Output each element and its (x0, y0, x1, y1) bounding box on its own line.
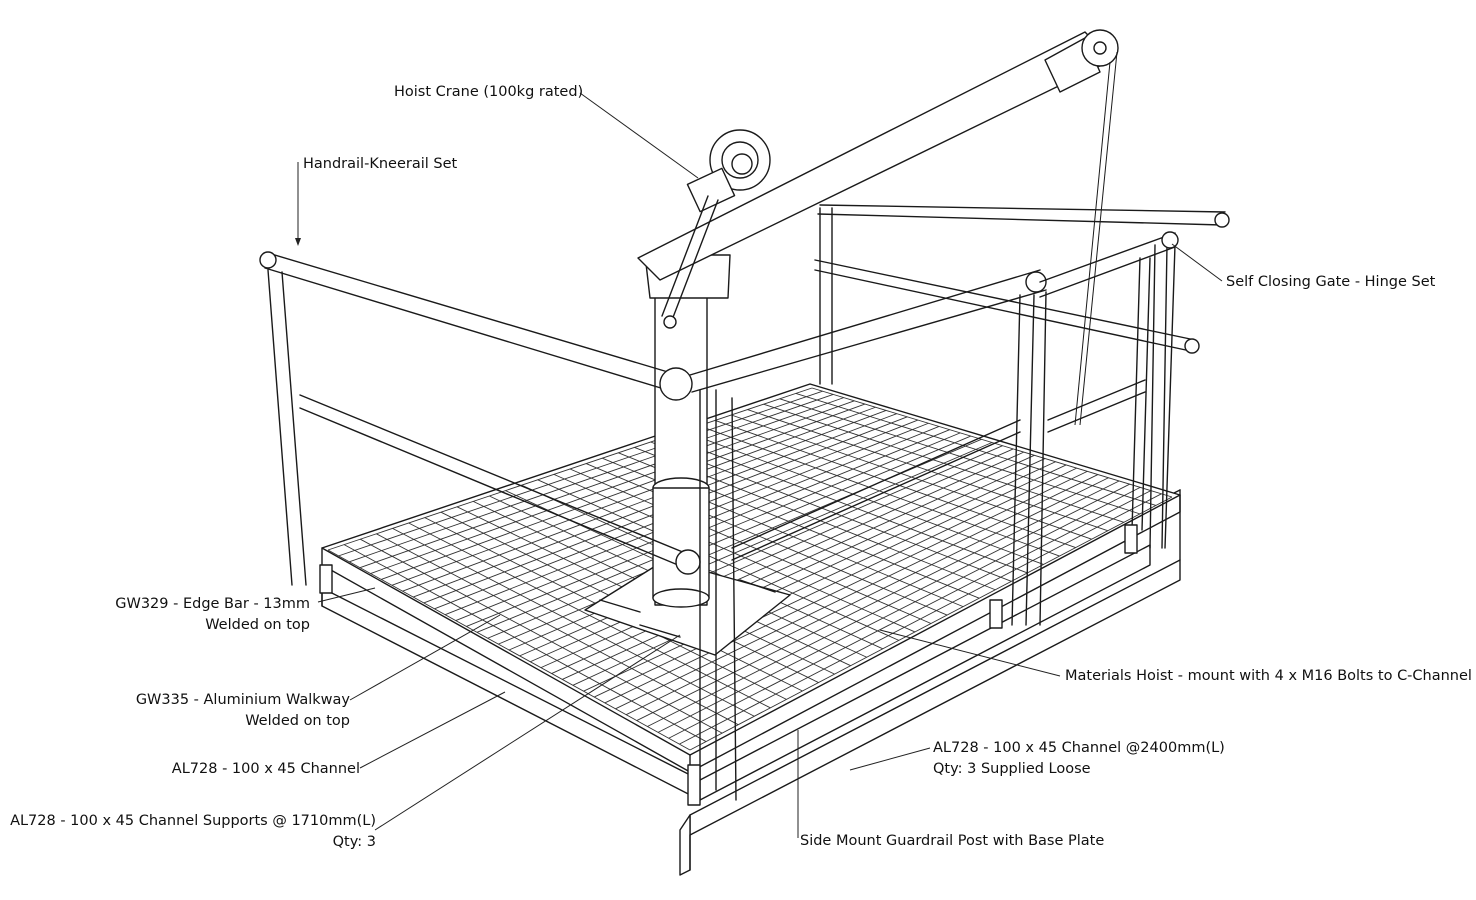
self-closing-gate-label: Self Closing Gate - Hinge Set (1226, 274, 1436, 290)
mesh-strand (731, 414, 1092, 540)
mesh-strand (650, 441, 1012, 582)
mesh-strand (747, 409, 1108, 532)
right-handrail (319, 231, 1179, 806)
deck-outline (321, 383, 1181, 773)
mesh-strand (569, 468, 932, 624)
channel-supports-label: AL728 - 100 x 45 Channel Supports @ 1710… (10, 813, 376, 829)
leader-gate (1171, 243, 1223, 282)
mesh-strand (779, 398, 1141, 515)
handrail-kneerail-label: Handrail-Kneerail Set (303, 156, 458, 172)
mesh-strand (376, 533, 739, 726)
walkway-label-2: Welded on top (245, 713, 350, 729)
edge-bar-label-2: Welded on top (205, 617, 310, 633)
hoist-mast (644, 254, 731, 608)
mesh-strand (553, 473, 916, 633)
channel-supports-label-2: Qty: 3 (332, 834, 376, 850)
mesh-strand (682, 430, 1044, 565)
edge-bar-label: GW329 - Edge Bar - 13mm (115, 596, 310, 612)
walkway-label: GW335 - Aluminium Walkway (135, 692, 350, 708)
mesh-strand (795, 392, 1157, 506)
leader-materials-hoist (879, 629, 1061, 677)
left-handrail (259, 251, 701, 586)
mesh-strand (698, 425, 1060, 557)
mesh-strand (360, 538, 723, 734)
channel-2400-label-2: Qty: 3 Supplied Loose (933, 761, 1091, 777)
mesh-strand (343, 544, 707, 742)
side-mount-post-label: Side Mount Guardrail Post with Base Plat… (800, 833, 1105, 849)
leader-channel (359, 691, 506, 769)
back-handrail (814, 204, 1230, 549)
mesh-strand (537, 479, 900, 641)
leader-edge-bar (317, 587, 376, 603)
leader-lines (295, 92, 1223, 838)
mesh-strand (327, 549, 691, 751)
hoist-crane-label: Hoist Crane (100kg rated) (394, 84, 584, 100)
mesh-strand (585, 463, 948, 616)
mesh-strand (811, 387, 1173, 498)
mesh-strand (408, 522, 771, 709)
mesh-strand (715, 419, 1076, 549)
channel-label: AL728 - 100 x 45 Channel (171, 761, 360, 777)
leader-channel-2400 (849, 747, 931, 771)
leader-walkway (349, 614, 501, 701)
mesh-strand (763, 403, 1124, 523)
materials-hoist-label: Materials Hoist - mount with 4 x M16 Bol… (1065, 668, 1472, 684)
mesh-strand (392, 528, 755, 717)
leader-hoist-crane (579, 92, 699, 179)
hoist-boom (637, 29, 1119, 426)
channel-2400-label: AL728 - 100 x 45 Channel @2400mm(L) (933, 740, 1225, 756)
mesh-strand (666, 436, 1028, 574)
leader-channel-supports (374, 634, 681, 831)
